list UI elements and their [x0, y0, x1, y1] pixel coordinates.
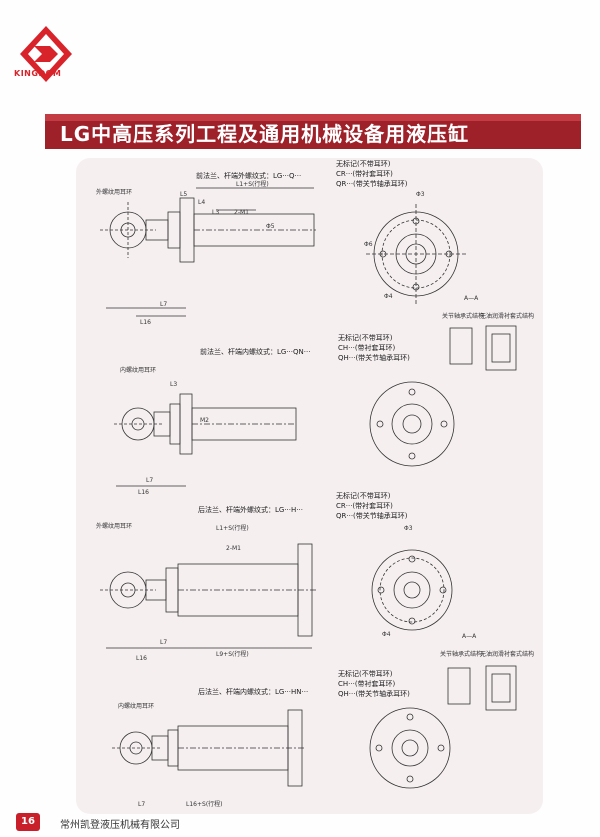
section-view-right-caption: 无油润滑衬套式结构 [480, 312, 534, 320]
section-4-drawing [112, 707, 451, 789]
dim-label: L3 [170, 381, 177, 388]
section-1-option-2: CR···(带衬套耳环) [336, 169, 393, 178]
dim-label: M2 [200, 417, 209, 424]
dim-label: L7 [160, 639, 167, 646]
dim-label: L16 [140, 319, 151, 326]
dim-label: 2-M1 [226, 545, 241, 552]
section-4-option-3: QH···(带关节轴承耳环) [338, 689, 410, 698]
section-3-option-3: QR···(带关节轴承耳环) [336, 511, 408, 520]
dim-label: L9+S(行程) [216, 650, 249, 658]
section-3-option-2: CR···(带衬套耳环) [336, 501, 393, 510]
section-2-drawing [114, 381, 455, 487]
dim-label: L1+S(行程) [236, 180, 269, 188]
dim-label: Φ5 [266, 223, 275, 230]
section-4-caption: 后法兰、杆端内螺纹式：LG···HN··· [198, 687, 308, 696]
section-view-left-caption: 关节轴承式结构 [442, 312, 484, 320]
dim-label: L16 [138, 489, 149, 496]
section-1-option-1: 无标记(不带耳环) [336, 159, 391, 168]
dim-label: L5 [180, 191, 187, 198]
section-1-lug-label: 外螺纹用耳环 [96, 188, 132, 196]
section-view-label: A—A [462, 633, 477, 640]
section-1-drawing [100, 187, 517, 371]
dim-label: Φ4 [384, 293, 393, 300]
dim-label: 2-M1 [234, 209, 249, 216]
dim-label: L7 [146, 477, 153, 484]
title-bar [45, 114, 581, 149]
section-view-right-caption: 无油润滑衬套式结构 [480, 650, 534, 658]
section-view-label: A—A [464, 295, 479, 302]
kingdom-logo-icon [20, 26, 72, 82]
section-1-option-3: QR···(带关节轴承耳环) [336, 179, 408, 188]
dim-label: L7 [138, 801, 145, 808]
section-4-option-1: 无标记(不带耳环) [338, 669, 393, 678]
page-title: LG中高压系列工程及通用机械设备用液压缸 [60, 122, 470, 146]
section-3-option-1: 无标记(不带耳环) [336, 491, 391, 500]
dim-label: L4 [198, 199, 205, 206]
dim-label: L16 [136, 655, 147, 662]
section-1-caption: 前法兰、杆端外螺纹式：LG···Q··· [196, 171, 301, 180]
section-2-caption: 前法兰、杆端内螺纹式：LG···QN··· [200, 347, 310, 356]
section-3-caption: 后法兰、杆端外螺纹式：LG···H··· [198, 505, 303, 514]
page-number: 16 [16, 813, 40, 831]
section-2-option-2: CH···(带衬套耳环) [338, 343, 396, 352]
dim-label: L7 [160, 301, 167, 308]
section-2-option-1: 无标记(不带耳环) [338, 333, 393, 342]
company-name: 常州凯登液压机械有限公司 [60, 820, 180, 831]
section-4-option-2: CH···(带衬套耳环) [338, 679, 396, 688]
dim-label: L1+S(行程) [216, 524, 249, 532]
brand-name: KINGDOM [14, 69, 62, 78]
section-3-drawing [100, 543, 517, 711]
dim-label: Φ6 [364, 241, 373, 248]
technical-drawing: 前法兰、杆端外螺纹式：LG···Q··· 无标记(不带耳环) CR···(带衬套… [96, 159, 534, 808]
section-2-option-3: QH···(带关节轴承耳环) [338, 353, 410, 362]
dim-label: L16+S(行程) [186, 800, 223, 808]
section-3-lug-label: 外螺纹用耳环 [96, 522, 132, 530]
section-view-left-caption: 关节轴承式结构 [440, 650, 482, 658]
dim-label: Φ4 [382, 631, 391, 638]
section-2-lug-label: 内螺纹用耳环 [120, 366, 156, 374]
dim-label: Φ3 [416, 191, 425, 198]
dim-label: Φ3 [404, 525, 413, 532]
dim-label: L3 [212, 209, 219, 216]
section-4-lug-label: 内螺纹用耳环 [118, 702, 154, 710]
